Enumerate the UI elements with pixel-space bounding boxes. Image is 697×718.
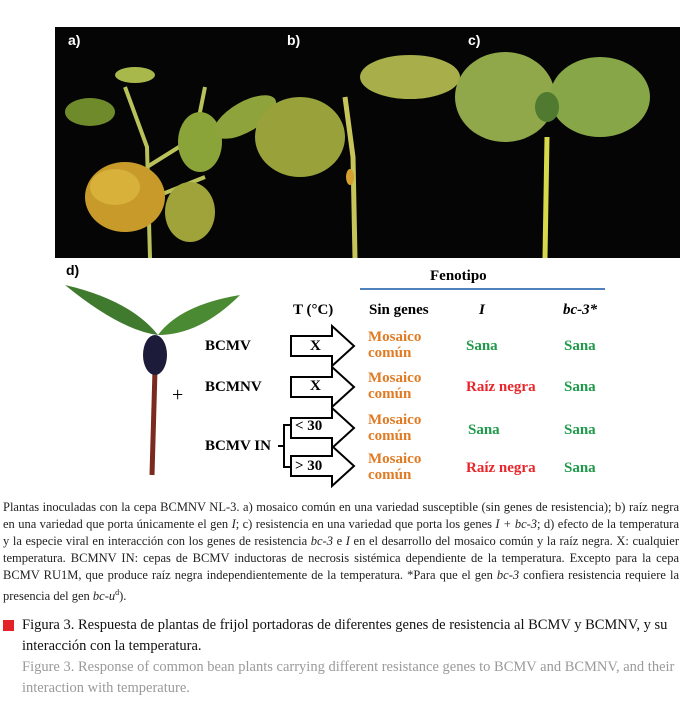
- bcmv-in-bracket: [278, 424, 290, 468]
- header-sin-genes: Sin genes: [369, 302, 429, 318]
- bean-seedling-image: [65, 285, 240, 476]
- phenotype-bc3: Sana: [564, 338, 596, 354]
- arrow-row-4: [290, 443, 356, 489]
- virus-label: BCMNV: [205, 379, 262, 395]
- temperature-value: X: [310, 338, 321, 354]
- phenotype-bc3: Sana: [564, 422, 596, 438]
- temperature-arrows: [278, 323, 356, 489]
- temperature-value: X: [310, 378, 321, 394]
- arrow-row-3: [290, 405, 356, 451]
- phenotype-bc3: Sana: [564, 379, 596, 395]
- arrow-row-2: [290, 364, 356, 410]
- figure-title-spanish: Figura 3. Respuesta de plantas de frijol…: [22, 617, 668, 655]
- phenotype-i: Raíz negra: [466, 379, 536, 395]
- plant-b-image: [255, 55, 460, 259]
- header-temperature: T (°C): [293, 302, 334, 318]
- panel-label-a: a): [68, 32, 81, 48]
- arrow-row-1: [290, 323, 356, 369]
- figure-caption: Plantas inoculadas con la cepa BCMNV NL-…: [3, 500, 680, 604]
- figure-title-block: Figura 3. Respuesta de plantas de frijol…: [3, 615, 679, 699]
- caption-area: Plantas inoculadas con la cepa BCMNV NL-…: [3, 499, 679, 699]
- fenotipo-heading: Fenotipo: [430, 268, 487, 284]
- plant-c-image: [455, 52, 650, 259]
- plus-sign: +: [172, 384, 184, 406]
- temperature-value: < 30: [295, 418, 323, 434]
- fenotipo-rule: [360, 288, 605, 290]
- phenotype-i: Sana: [468, 422, 500, 438]
- phenotype-i: Raíz negra: [466, 460, 536, 476]
- temperature-value: > 30: [295, 458, 323, 474]
- virus-label: BCMV IN: [205, 438, 271, 454]
- phenotype-bc3: Sana: [564, 460, 596, 476]
- virus-label: BCMV: [205, 338, 251, 354]
- plant-photographs: a) b) c): [55, 27, 680, 259]
- header-gene-bc3: bc-3*: [563, 302, 598, 318]
- panel-label-d: d): [66, 262, 80, 278]
- plant-photos-image: [65, 52, 650, 259]
- header-gene-i: I: [479, 302, 485, 318]
- panel-label-c: c): [468, 32, 481, 48]
- figure-marker-icon: [3, 620, 14, 632]
- plant-a-image: [65, 67, 277, 259]
- phenotype-i: Sana: [466, 338, 498, 354]
- panel-label-b: b): [287, 32, 301, 48]
- figure-title-english: Figure 3. Response of common bean plants…: [22, 659, 675, 697]
